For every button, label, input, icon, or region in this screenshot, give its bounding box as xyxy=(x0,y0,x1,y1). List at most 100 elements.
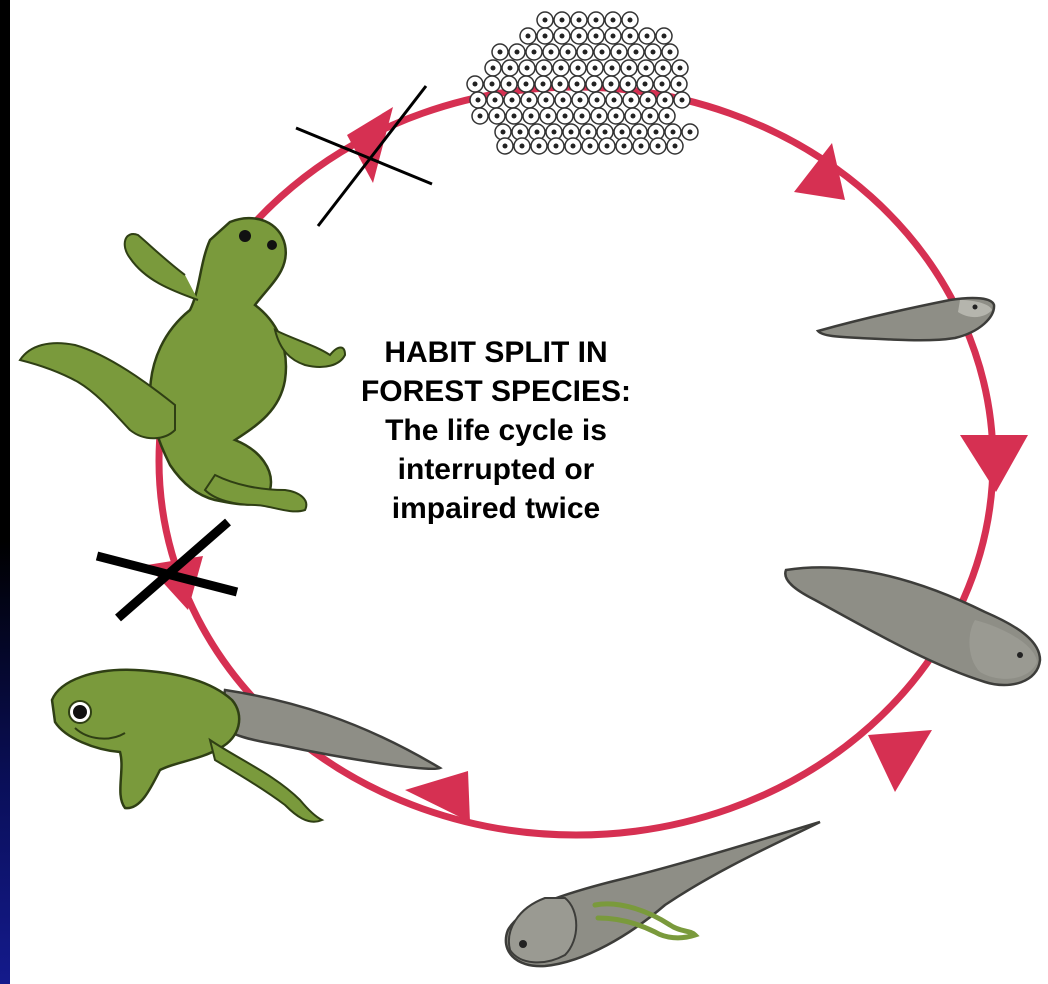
egg-embryo xyxy=(491,66,496,71)
egg-embryo xyxy=(512,114,517,119)
egg-embryo xyxy=(588,144,593,149)
egg-embryo xyxy=(544,98,549,103)
egg-embryo xyxy=(554,144,559,149)
egg-embryo xyxy=(508,66,513,71)
egg-embryo xyxy=(498,50,503,55)
egg-embryo xyxy=(673,144,678,149)
egg-embryo xyxy=(546,114,551,119)
egg-embryo xyxy=(501,130,506,135)
egg-embryo xyxy=(566,50,571,55)
egg-embryo xyxy=(594,18,599,23)
egg-embryo xyxy=(558,82,563,87)
egg-embryo xyxy=(580,114,585,119)
egg-embryo xyxy=(561,98,566,103)
egg-embryo xyxy=(478,114,483,119)
tadpole-with-legs-icon xyxy=(506,822,820,966)
egg-embryo xyxy=(644,66,649,71)
egg-embryo xyxy=(543,18,548,23)
egg-embryo xyxy=(620,130,625,135)
egg-embryo xyxy=(651,50,656,55)
egg-embryo xyxy=(593,66,598,71)
caption-line-1: HABIT SPLIT IN xyxy=(336,333,656,372)
egg-embryo xyxy=(529,114,534,119)
egg-embryo xyxy=(525,66,530,71)
egg-embryo xyxy=(595,98,600,103)
egg-embryo xyxy=(663,98,668,103)
egg-embryo xyxy=(629,98,634,103)
egg-embryo xyxy=(535,130,540,135)
egg-embryo xyxy=(493,98,498,103)
egg-embryo xyxy=(627,66,632,71)
egg-embryo xyxy=(560,18,565,23)
egg-embryo xyxy=(661,66,666,71)
egg-embryo xyxy=(611,18,616,23)
egg-embryo xyxy=(610,66,615,71)
interruption-cross-thin xyxy=(296,86,432,226)
adult-frog-icon xyxy=(20,218,345,511)
egg-embryo xyxy=(526,34,531,39)
caption-line-3: The life cycle is xyxy=(336,411,656,450)
egg-embryo xyxy=(639,144,644,149)
egg-embryo xyxy=(643,82,648,87)
hatchling-tadpole-icon xyxy=(818,298,994,340)
egg-embryo xyxy=(552,130,557,135)
egg-embryo xyxy=(524,82,529,87)
egg-embryo xyxy=(577,18,582,23)
egg-embryo xyxy=(583,50,588,55)
egg-embryo xyxy=(609,82,614,87)
egg-embryo xyxy=(541,82,546,87)
arrow-hatchling-to-tadpole xyxy=(960,435,1028,492)
egg-embryo xyxy=(612,98,617,103)
egg-embryo xyxy=(473,82,478,87)
egg-embryo xyxy=(576,66,581,71)
egg-embryo xyxy=(549,50,554,55)
egg-embryo xyxy=(520,144,525,149)
egg-embryo xyxy=(542,66,547,71)
egg-embryo xyxy=(515,50,520,55)
egg-embryo xyxy=(490,82,495,87)
egg-embryo xyxy=(597,114,602,119)
egg-embryo xyxy=(543,34,548,39)
egg-embryo xyxy=(592,82,597,87)
egg-embryo xyxy=(628,34,633,39)
tadpole-icon xyxy=(785,567,1040,685)
egg-embryo xyxy=(668,50,673,55)
egg-embryo xyxy=(559,66,564,71)
egg-embryo xyxy=(631,114,636,119)
egg-embryo xyxy=(569,130,574,135)
diagram-caption: HABIT SPLIT IN FOREST SPECIES: The life … xyxy=(336,333,656,528)
egg-embryo xyxy=(507,82,512,87)
egg-embryo xyxy=(578,98,583,103)
arrow-eggs-to-hatchling xyxy=(794,143,845,200)
egg-embryo xyxy=(586,130,591,135)
egg-embryo xyxy=(645,34,650,39)
caption-line-5: impaired twice xyxy=(336,489,656,528)
egg-embryo xyxy=(537,144,542,149)
egg-embryo xyxy=(510,98,515,103)
egg-embryo xyxy=(654,130,659,135)
egg-embryo xyxy=(634,50,639,55)
egg-embryo xyxy=(605,144,610,149)
egg-embryo xyxy=(563,114,568,119)
caption-line-2: FOREST SPECIES: xyxy=(336,372,656,411)
egg-embryo xyxy=(622,144,627,149)
egg-embryo xyxy=(662,34,667,39)
egg-embryo xyxy=(617,50,622,55)
egg-embryo xyxy=(688,130,693,135)
egg-embryo xyxy=(628,18,633,23)
egg-embryo xyxy=(648,114,653,119)
egg-embryo xyxy=(656,144,661,149)
egg-embryo xyxy=(611,34,616,39)
egg-embryo xyxy=(678,66,683,71)
egg-embryo xyxy=(680,98,685,103)
egg-embryo xyxy=(532,50,537,55)
egg-embryo xyxy=(671,130,676,135)
egg-embryo xyxy=(600,50,605,55)
egg-embryo xyxy=(665,114,670,119)
egg-embryo xyxy=(626,82,631,87)
froglet-icon xyxy=(52,670,440,822)
egg-embryo xyxy=(677,82,682,87)
egg-embryo xyxy=(603,130,608,135)
caption-line-4: interrupted or xyxy=(336,450,656,489)
